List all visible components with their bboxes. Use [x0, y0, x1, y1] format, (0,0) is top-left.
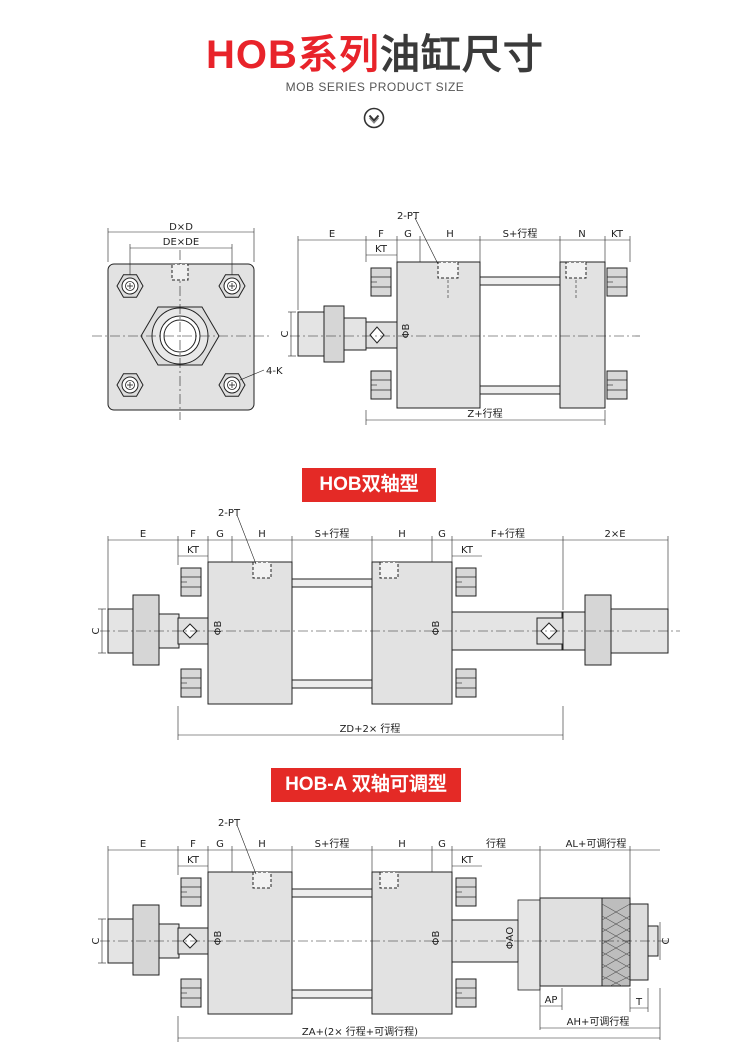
label-z: Z+行程 — [467, 407, 502, 420]
label-h: H — [446, 229, 454, 240]
d3-label-e: E — [140, 839, 146, 850]
d2-label-kt: KT — [187, 545, 200, 556]
d2-label-2pt: 2-PT — [218, 508, 241, 519]
d3-label-phib: ΦB — [213, 930, 224, 945]
label-f: F — [378, 229, 384, 240]
label-dexde: DE×DE — [163, 237, 199, 248]
d2-label-phib2: ΦB — [431, 620, 442, 635]
label-g: G — [404, 229, 412, 240]
d3-label-h: H — [258, 839, 266, 850]
label-s: S+行程 — [503, 227, 538, 240]
d3-label-2pt: 2-PT — [218, 818, 241, 829]
adjustable-view — [98, 825, 668, 1042]
d3-label-g2: G — [438, 839, 446, 850]
d3-label-phib2: ΦB — [431, 930, 442, 945]
d2-label-fs: F+行程 — [491, 527, 525, 540]
label-n: N — [578, 229, 585, 240]
d3-label-h2: H — [398, 839, 406, 850]
d3-label-s: S+行程 — [315, 837, 350, 850]
d2-label-g: G — [216, 529, 224, 540]
d3-label-kt: KT — [187, 855, 200, 866]
d3-label-c: C — [91, 937, 102, 944]
d2-label-zd: ZD+2× 行程 — [340, 722, 401, 735]
label-phib: ΦB — [401, 323, 412, 338]
d2-label-s: S+行程 — [315, 527, 350, 540]
d3-label-g: G — [216, 839, 224, 850]
d3-label-f: F — [190, 839, 196, 850]
label-c: C — [280, 330, 291, 337]
label-dxd: D×D — [169, 222, 193, 233]
d2-label-h: H — [258, 529, 266, 540]
d2-label-kt2: KT — [461, 545, 474, 556]
d2-label-h2: H — [398, 529, 406, 540]
front-view — [92, 228, 270, 420]
d2-label-phib: ΦB — [213, 620, 224, 635]
label-2pt: 2-PT — [397, 211, 420, 222]
d3-label-c2: C — [661, 937, 672, 944]
label-4k: 4-K — [266, 366, 283, 377]
label-e: E — [329, 229, 335, 240]
double-rod-view — [98, 515, 680, 740]
d3-label-stroke: 行程 — [486, 837, 506, 850]
d3-label-kt2: KT — [461, 855, 474, 866]
d2-label-g2: G — [438, 529, 446, 540]
d2-label-e: E — [140, 529, 146, 540]
d2-label-2e: 2×E — [604, 529, 625, 540]
d3-label-ah: AH+可调行程 — [567, 1015, 630, 1028]
d3-label-ap: AP — [545, 995, 558, 1006]
d3-label-za: ZA+(2× 行程+可调行程) — [302, 1025, 418, 1038]
side-view-single — [288, 218, 640, 425]
d2-label-c: C — [91, 627, 102, 634]
label-kt-right: KT — [611, 229, 624, 240]
d3-label-phiao: ΦAO — [505, 927, 516, 950]
d3-label-t: T — [635, 997, 643, 1008]
d2-label-f: F — [190, 529, 196, 540]
label-kt: KT — [375, 244, 388, 255]
d3-label-al: AL+可调行程 — [566, 837, 627, 850]
